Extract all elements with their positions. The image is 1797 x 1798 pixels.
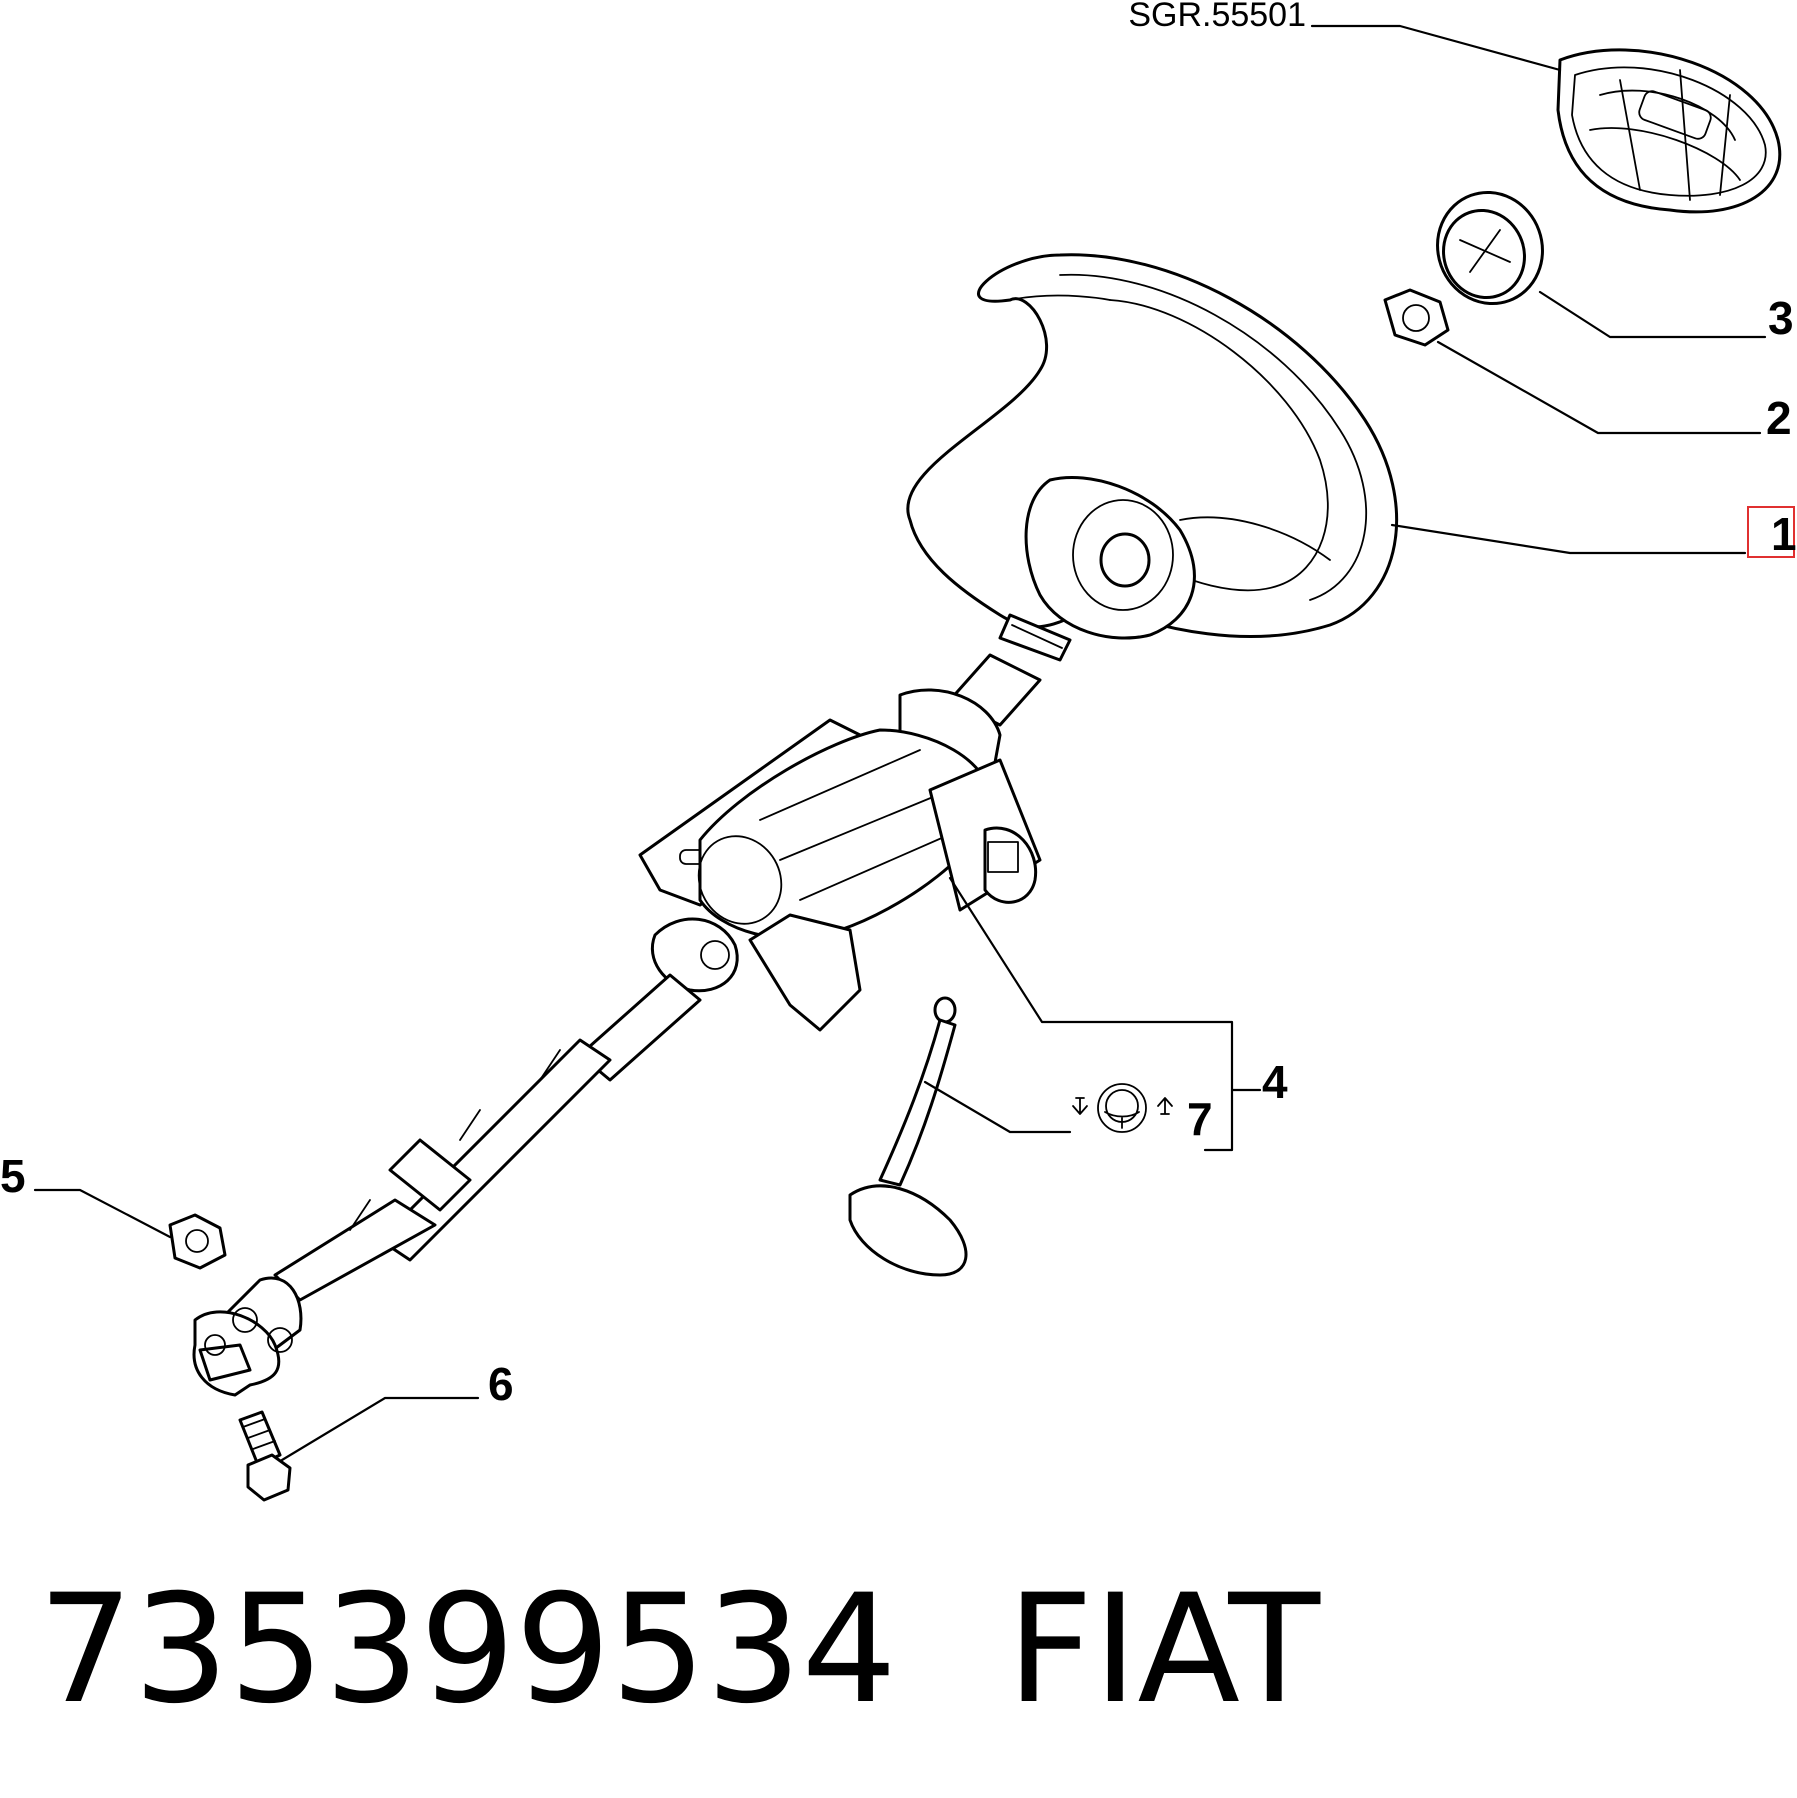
part-number: 735399534 [38,1563,897,1737]
column-nut [168,1213,227,1270]
steering-column [273,613,1072,1302]
leader-line-7 [923,1080,1072,1134]
leader-line-4 [948,876,1262,1152]
leader-line-2 [1436,340,1762,435]
callout-label-7: 7 [1187,1093,1213,1145]
leader-line-ref [1310,24,1562,72]
callout-label-3: 3 [1768,292,1794,344]
callout-label-2: 2 [1766,392,1792,444]
cover-cap [1436,190,1544,306]
adjustment-lever [848,996,968,1277]
callout-highlight-box [1747,506,1795,558]
arrow-up-icon [1157,1097,1173,1115]
adjustment-symbol [1072,1083,1173,1133]
column-bolt [238,1410,292,1502]
callout-label-4: 4 [1262,1056,1288,1108]
reference-code: SGR.55501 [1128,0,1306,34]
arrow-down-icon [1072,1097,1088,1115]
leader-line-3 [1538,290,1767,339]
steering-wheel [906,253,1399,640]
leader-line-5 [33,1188,172,1239]
lower-universal-joint [192,1276,303,1397]
leader-line-6 [280,1396,480,1462]
steering-wheel-icon [1097,1083,1147,1133]
leader-line-1 [1390,523,1747,555]
airbag-cover [1556,48,1782,214]
wheel-nut [1383,288,1450,347]
callout-label-1: 1 [1771,508,1797,560]
leader-lines [33,24,1767,1462]
callout-label-6: 6 [488,1358,514,1410]
callout-label-5: 5 [0,1150,26,1202]
brand-name: FIAT [1006,1563,1321,1737]
